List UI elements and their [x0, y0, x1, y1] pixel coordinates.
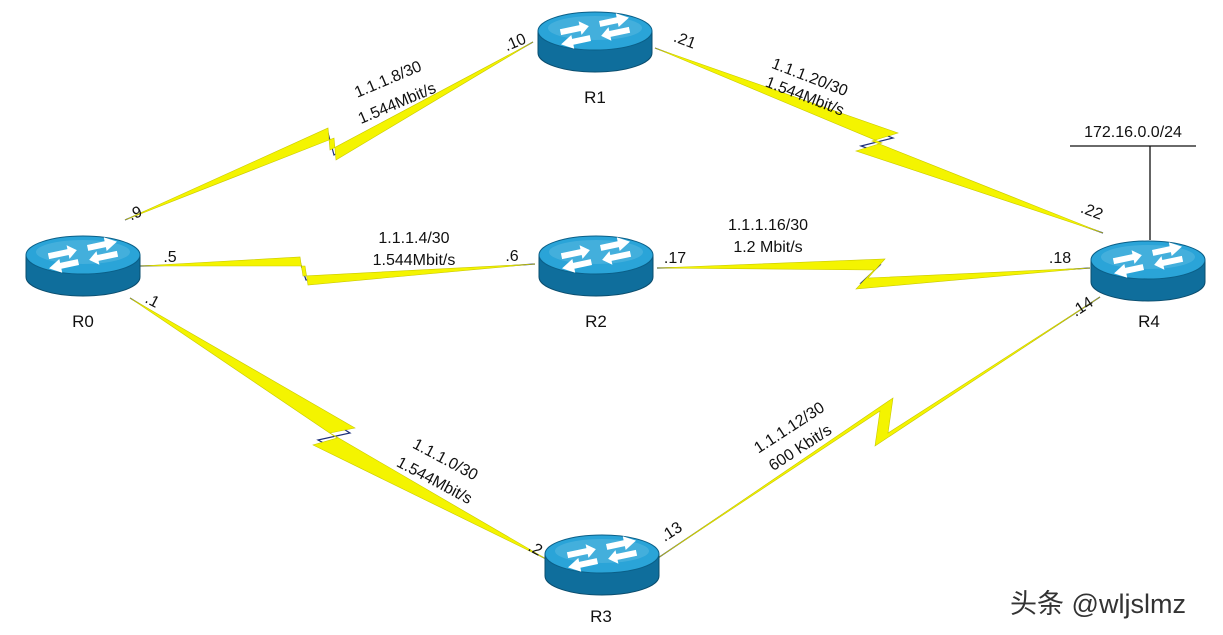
router-label-r1: R1	[584, 88, 606, 107]
link-r2-r4	[656, 258, 1091, 290]
router-arrows-icon	[47, 237, 119, 273]
routers	[25, 11, 1206, 596]
router-arrows-icon	[560, 237, 632, 273]
router-r1-icon	[537, 11, 653, 73]
router-arrows-icon	[566, 536, 638, 572]
subnet-label-r0-r2: 1.1.1.4/30	[378, 230, 449, 247]
router-arrows-icon	[559, 13, 631, 49]
ip-label-r0-r1-r1: .10	[502, 31, 529, 55]
router-r0-icon	[25, 235, 141, 297]
ip-label-r1-r4-r1: .21	[671, 29, 698, 53]
ip-label-r3-r4-r3: .13	[658, 519, 686, 545]
subnet-label-r2-r4: 1.1.1.16/30	[728, 217, 808, 234]
router-r3-icon	[544, 534, 660, 596]
router-label-r4: R4	[1138, 312, 1160, 331]
router-r4-icon	[1090, 240, 1206, 302]
link-r0-r3	[129, 297, 549, 561]
lan-subnet-label: 172.16.0.0/24	[1084, 124, 1182, 141]
bandwidth-label-r0-r2: 1.544Mbit/s	[373, 252, 456, 269]
router-label-r0: R0	[72, 312, 94, 331]
router-label-r2: R2	[585, 312, 607, 331]
bandwidth-label-r2-r4: 1.2 Mbit/s	[733, 239, 802, 256]
ip-label-r0-r2-r0: .5	[163, 249, 176, 266]
router-arrows-icon	[1112, 242, 1184, 278]
watermark-text: 头条 @wljslmz	[1010, 589, 1186, 619]
ip-label-r0-r2-r2: .6	[505, 248, 518, 265]
link-r0-r1	[124, 41, 534, 221]
router-labels: R0 R1 R2 R3 R4	[72, 88, 1160, 626]
router-r2-icon	[538, 235, 654, 297]
ip-label-r2-r4-r4: .18	[1049, 250, 1071, 267]
ip-label-r3-r4-r4: .14	[1069, 294, 1097, 320]
router-label-r3: R3	[590, 607, 612, 626]
lan-segment: 172.16.0.0/24	[1070, 124, 1196, 240]
serial-links	[124, 41, 1104, 561]
link-r3-r4	[654, 296, 1101, 561]
link-r1-r4	[654, 47, 1104, 234]
link-r0-r2	[139, 256, 536, 286]
ip-label-r0-r1-r0: .9	[126, 203, 145, 224]
ip-label-r2-r4-r2: .17	[664, 250, 686, 267]
ip-label-r1-r4-r4: .22	[1078, 200, 1105, 224]
